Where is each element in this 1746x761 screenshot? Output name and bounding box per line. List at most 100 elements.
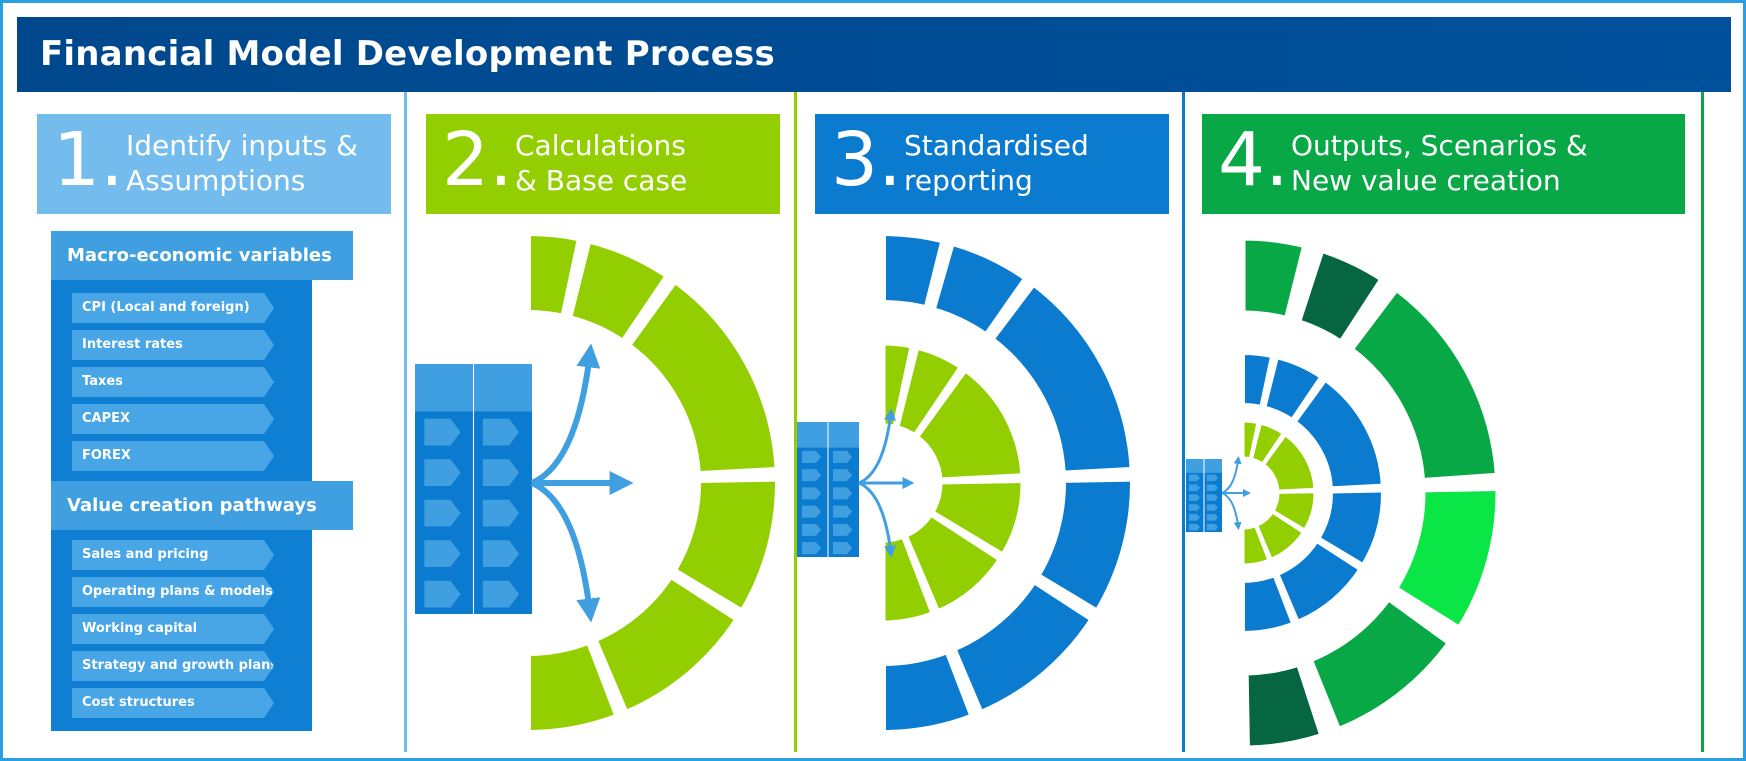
output-input-block-chevron	[1188, 514, 1201, 521]
report-input-block-chevron	[832, 542, 853, 555]
green-fan-segment	[1392, 486, 1501, 632]
flow-arrow	[530, 480, 601, 623]
step-3-number: 3.	[831, 117, 902, 203]
lime-arc-segment	[623, 276, 781, 478]
flow-arrow	[858, 481, 896, 558]
lime-arc-segment	[893, 344, 965, 440]
report-input-block-chevron	[832, 487, 853, 500]
divider-2	[794, 92, 797, 752]
step-2-banner: 2. Calculations & Base case	[426, 114, 780, 214]
group-macro-economic: Macro-economic variables	[51, 231, 353, 280]
step-4-banner: 4. Outputs, Scenarios & New value creati…	[1202, 114, 1685, 214]
output-input-block-chevron	[1206, 494, 1219, 501]
report-input-block-chevron	[801, 505, 822, 518]
step-2-number: 2.	[442, 117, 513, 203]
report-input-block-chevron	[801, 450, 822, 463]
flow-arrow	[1221, 492, 1242, 531]
divider-4	[1701, 92, 1704, 752]
list-item: FOREX	[72, 441, 274, 471]
list-item: Strategy and growth plans	[72, 651, 274, 681]
output-input-block-chevron	[1188, 523, 1201, 531]
lime-arc-segment	[1241, 523, 1271, 567]
model-input-block-chevron	[482, 580, 520, 608]
report-input-block-chevron	[801, 487, 822, 500]
lime-arc-segment	[880, 532, 937, 626]
blue-arc-segment	[1241, 572, 1296, 636]
lime-arc-segment	[1254, 509, 1306, 562]
blue-arc-segment	[1033, 475, 1136, 616]
output-input-block-chevron	[1188, 494, 1201, 501]
model-input-block-chevron	[424, 459, 461, 487]
step-3-label: Standardised reporting	[904, 129, 1089, 197]
stage-4-graphic	[1186, 235, 1501, 751]
green-fan-segment	[1240, 235, 1308, 322]
output-input-block-chevron	[1206, 504, 1219, 511]
lime-arc-segment	[525, 637, 622, 737]
process-graphics	[415, 229, 1501, 751]
lime-arc-segment	[901, 510, 1004, 616]
flow-arrow	[1221, 455, 1242, 494]
lime-arc-segment	[565, 236, 672, 347]
flow-arrow	[530, 343, 601, 486]
lime-arc-segment	[669, 475, 781, 616]
step-2-label: Calculations & Base case	[515, 129, 688, 197]
blue-arc-segment	[987, 279, 1136, 477]
step-1-banner: 1. Identify inputs & Assumptions	[37, 114, 391, 214]
list-item: Operating plans & models	[72, 577, 274, 607]
output-input-block-chevron	[1206, 514, 1219, 521]
list-item: Sales and pricing	[72, 540, 274, 570]
blue-arc-segment	[1291, 376, 1385, 491]
stage-2-graphic	[415, 229, 781, 737]
report-input-block-chevron	[832, 523, 853, 536]
list-item: Taxes	[72, 367, 274, 397]
blue-arc-segment	[880, 229, 948, 312]
model-input-block-chevron	[424, 418, 461, 446]
green-fan-segment	[1295, 247, 1386, 346]
group-value-creation: Value creation pathways	[51, 481, 353, 530]
blue-arc-segment	[1261, 354, 1325, 423]
step-1-label: Identify inputs & Assumptions	[126, 129, 358, 197]
blue-arc-segment	[1241, 350, 1275, 410]
blue-arc-segment	[949, 576, 1097, 718]
list-item: Working capital	[72, 614, 274, 644]
lime-arc-segment	[913, 366, 1026, 483]
model-input-block-chevron	[424, 540, 461, 568]
report-input-block-chevron	[801, 523, 822, 536]
lime-arc-segment	[1270, 490, 1317, 533]
step-1-number: 1.	[53, 117, 124, 203]
stage-3-graphic	[797, 229, 1136, 737]
model-input-block-chevron	[482, 540, 520, 568]
header-bar: Financial Model Development Process	[17, 17, 1731, 92]
step-3-banner: 3. Standardised reporting	[815, 114, 1169, 214]
report-input-block-chevron	[801, 469, 822, 482]
step-4-number: 4.	[1218, 117, 1289, 203]
output-input-block-chevron	[1206, 484, 1219, 492]
model-input-block-chevron	[424, 499, 461, 527]
report-input-block-chevron	[801, 542, 822, 555]
lime-arc-segment	[928, 478, 1026, 559]
model-input-block-chevron	[424, 580, 461, 608]
output-input-block-chevron	[1206, 474, 1219, 482]
blue-arc-segment	[928, 238, 1031, 340]
model-input-block-chevron	[482, 459, 520, 487]
divider-1	[404, 92, 407, 752]
model-input-block-chevron	[482, 418, 520, 446]
divider-3	[1182, 92, 1185, 752]
green-fan-segment	[1307, 595, 1453, 733]
report-input-block-chevron	[832, 469, 853, 482]
green-fan-segment	[1347, 285, 1501, 484]
green-fan-segment	[1243, 661, 1325, 751]
list-item: CPI (Local and foreign)	[72, 293, 274, 323]
lime-arc-segment	[590, 571, 742, 718]
lime-arc-segment	[1261, 432, 1317, 493]
step-4-label: Outputs, Scenarios & New value creation	[1291, 129, 1588, 197]
output-input-block-chevron	[1188, 474, 1201, 482]
lime-arc-segment	[525, 229, 584, 321]
blue-arc-segment	[880, 647, 977, 737]
list-item: Cost structures	[72, 688, 274, 718]
model-input-block-chevron	[482, 499, 520, 527]
blue-arc-segment	[1274, 538, 1364, 625]
flow-arrow	[858, 408, 896, 485]
blue-arc-segment	[1315, 488, 1385, 568]
